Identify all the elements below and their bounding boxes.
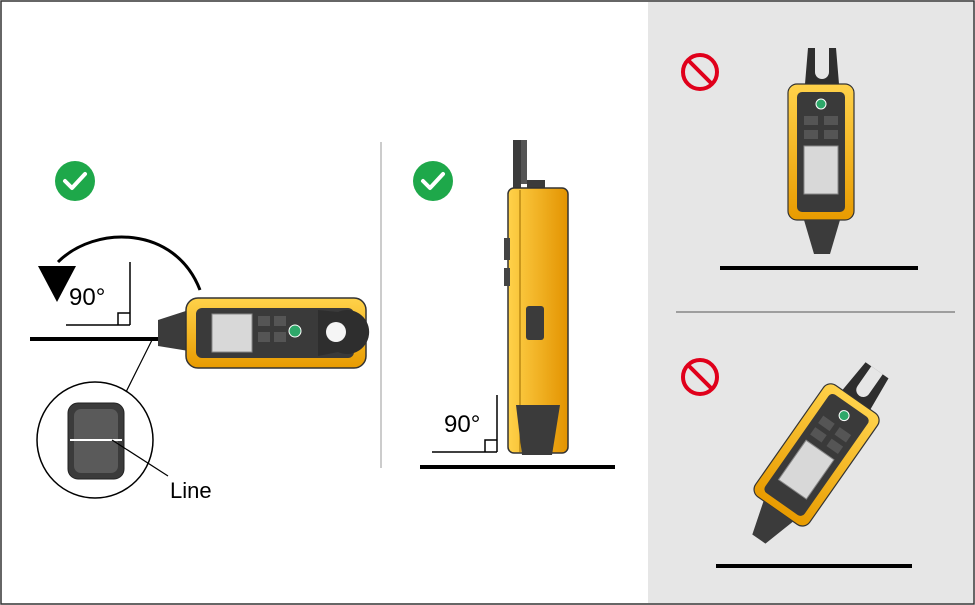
middle-panel: 90° [413,140,615,469]
callout-pointer [125,339,153,393]
callout-magnifier [36,381,154,499]
rotation-arrow-icon [38,235,202,302]
check-circle-icon [413,161,453,201]
wrong-tilted-panel [681,358,912,568]
line-label-leader [111,439,169,477]
prohibited-icon [681,358,719,396]
prohibited-icon [681,53,719,91]
tester-upright [787,48,855,254]
angle-label: 90° [444,411,480,438]
tester-horizontal [158,297,370,369]
left-panel: 90° Line [30,161,370,503]
tester-tilted [752,362,889,544]
angle-label: 90° [69,284,105,311]
tester-side-view [504,140,569,455]
right-angle-marker [432,395,498,453]
check-circle-icon [55,161,95,201]
right-angle-marker [66,262,131,326]
wrong-upright-panel [681,48,918,270]
line-label: Line [170,478,212,503]
